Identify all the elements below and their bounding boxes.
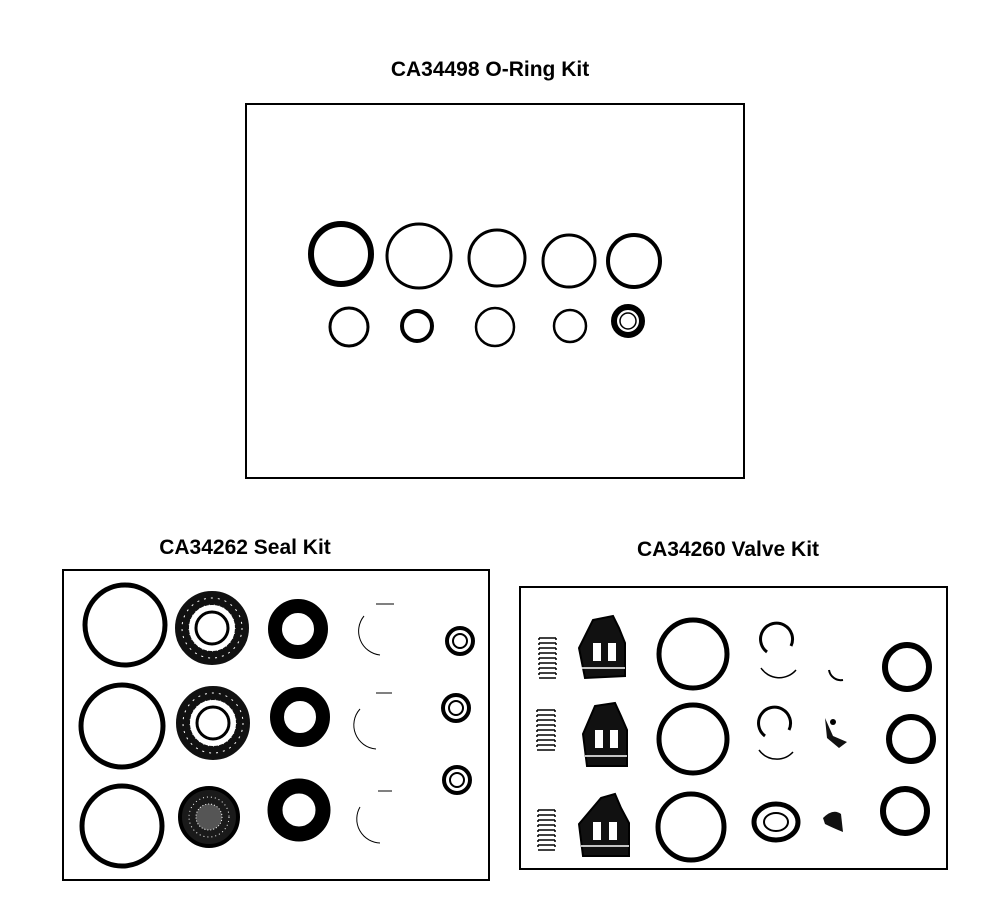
valve-cage-3 — [577, 792, 630, 857]
oring-small-3 — [474, 306, 516, 348]
seal-small-ring-3 — [442, 765, 472, 795]
oring-large-5 — [606, 233, 662, 289]
valve-cage-2 — [581, 701, 628, 767]
seal-textured-2 — [176, 686, 250, 760]
valve-oring-right-3 — [880, 786, 930, 836]
valve-seat-1 — [759, 621, 797, 679]
valve-oring-large-1 — [656, 617, 730, 691]
seal-faint-arc-3 — [356, 806, 381, 844]
oring-kit-diagram — [308, 221, 662, 348]
seal-faint-arc-1 — [358, 615, 381, 656]
oring-kit-panel — [245, 103, 745, 479]
oring-small-4 — [552, 308, 588, 344]
seal-textured-3 — [178, 786, 240, 848]
seal-ring-large-2 — [78, 682, 166, 770]
valve-spring-3 — [537, 809, 556, 851]
valve-kit-diagram — [536, 614, 936, 863]
oring-kit-title: CA34498 O-Ring Kit — [390, 58, 590, 81]
valve-disc-3 — [823, 811, 843, 832]
valve-oring-right-1 — [882, 642, 932, 692]
valve-kit-title: CA34260 Valve Kit — [636, 538, 820, 561]
valve-oring-right-2 — [886, 714, 936, 764]
seal-faint-arc-2 — [353, 708, 377, 750]
valve-disc-2 — [825, 718, 847, 748]
seal-textured-1 — [175, 591, 249, 665]
valve-oring-large-2 — [656, 702, 730, 776]
seal-kit-title: CA34262 Seal Kit — [159, 536, 331, 559]
seal-small-ring-2 — [441, 693, 471, 723]
seal-small-ring-1 — [445, 626, 475, 656]
valve-spring-1 — [538, 637, 557, 679]
seal-washer-1 — [268, 599, 328, 659]
oring-large-3 — [467, 228, 527, 288]
valve-seat-3 — [751, 801, 801, 843]
oring-large-4 — [541, 233, 597, 289]
seal-kit-diagram — [78, 582, 475, 869]
seal-washer-3 — [267, 778, 331, 842]
oring-small-1 — [328, 306, 370, 348]
oring-small-2 — [400, 309, 434, 343]
seal-ring-large-3 — [79, 783, 165, 869]
seal-kit-panel — [62, 569, 490, 881]
valve-disc-1 — [828, 669, 844, 682]
seal-ring-large-1 — [82, 582, 168, 668]
oring-large-1 — [308, 221, 374, 287]
valve-oring-large-3 — [655, 791, 727, 863]
valve-kit-panel — [519, 586, 948, 870]
seal-washer-2 — [270, 687, 330, 747]
oring-large-2 — [385, 222, 453, 290]
oring-small-5-inner — [619, 312, 637, 330]
oring-small-5 — [611, 304, 645, 338]
valve-seat-2 — [757, 705, 794, 760]
valve-spring-2 — [536, 709, 556, 751]
valve-cage-1 — [577, 614, 626, 680]
